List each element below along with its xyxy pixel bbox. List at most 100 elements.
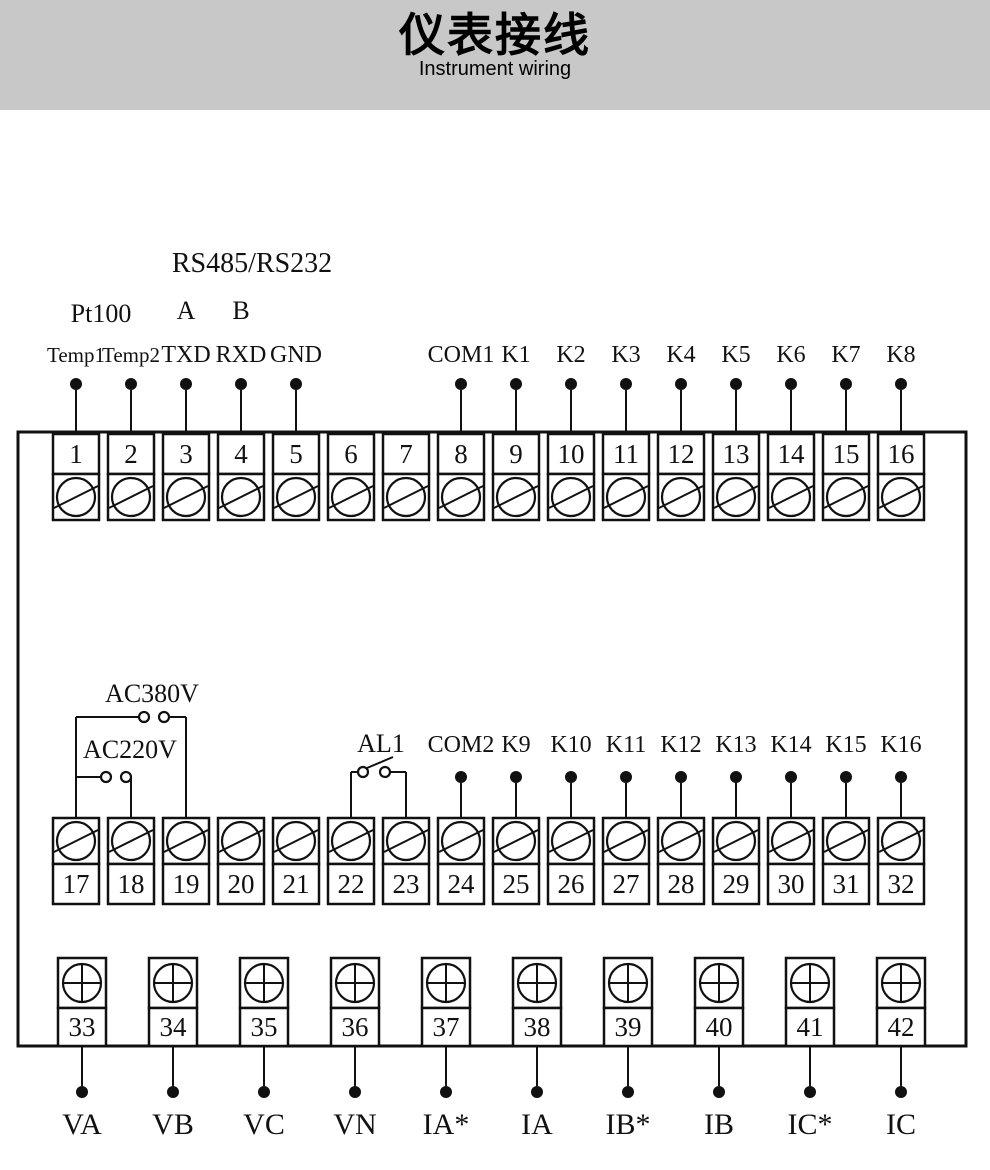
header: 仪表接线 Instrument wiring [0, 0, 990, 110]
terminal-3: 3 [161, 432, 211, 522]
screw-icon [876, 472, 926, 522]
power-wiring [75, 710, 187, 818]
terminal-41: 41 [784, 956, 836, 1048]
terminal-17: 17 [51, 816, 101, 906]
pin-label: GND [270, 342, 322, 368]
group-label-b: B [232, 296, 249, 325]
screw-icon [876, 816, 926, 866]
pin-label: K5 [721, 342, 750, 368]
terminal-number: 14 [778, 439, 806, 469]
screw-icon [546, 816, 596, 866]
terminal-number: 36 [342, 1012, 369, 1042]
terminal-number: 37 [433, 1012, 460, 1042]
screw-icon [381, 472, 431, 522]
terminal-7: 7 [381, 432, 431, 522]
terminal-number: 35 [251, 1012, 278, 1042]
screw-icon [821, 816, 871, 866]
terminal-38: 38 [511, 956, 563, 1048]
terminal-number: 7 [399, 439, 413, 469]
terminal-28: 28 [656, 816, 706, 906]
terminal-9: 9 [491, 432, 541, 522]
terminal-number: 33 [69, 1012, 96, 1042]
terminal-number: 20 [228, 869, 255, 899]
terminal-number: 22 [338, 869, 365, 899]
pin-label: IC [886, 1108, 916, 1141]
terminal-13: 13 [711, 432, 761, 522]
screw-icon [326, 472, 376, 522]
screw-icon [656, 472, 706, 522]
ct-terminal-icon [693, 956, 745, 1010]
screw-icon [51, 816, 101, 866]
screw-icon [491, 472, 541, 522]
terminal-number: 1 [69, 439, 83, 469]
terminal-29: 29 [711, 816, 761, 906]
switch-contact-icon [157, 710, 171, 724]
terminal-number: 16 [888, 439, 915, 469]
screw-icon [766, 816, 816, 866]
pin-label: K11 [606, 732, 646, 758]
middle-pin-labels: COM2 K9 K10 K11 K12 K13 K14 K15 K16 [428, 732, 922, 758]
pin-label: K4 [666, 342, 695, 368]
terminal-number: 2 [124, 439, 138, 469]
pin-label: Temp2 [102, 343, 160, 367]
terminal-12: 12 [656, 432, 706, 522]
terminal-number: 15 [833, 439, 860, 469]
screw-icon [766, 472, 816, 522]
terminal-number: 39 [615, 1012, 642, 1042]
screw-icon [711, 816, 761, 866]
pin-label: K3 [611, 342, 640, 368]
terminal-26: 26 [546, 816, 596, 906]
bottom-wires [76, 1046, 907, 1098]
terminal-number: 19 [173, 869, 200, 899]
terminal-number: 6 [344, 439, 358, 469]
terminal-number: 41 [797, 1012, 824, 1042]
screw-icon [106, 816, 156, 866]
terminal-10: 10 [546, 432, 596, 522]
terminal-number: 9 [509, 439, 523, 469]
terminal-11: 11 [601, 432, 651, 522]
terminal-number: 13 [723, 439, 750, 469]
pin-label: K16 [880, 732, 921, 758]
screw-icon [436, 472, 486, 522]
page-title: 仪表接线 [399, 10, 591, 61]
terminal-30: 30 [766, 816, 816, 906]
pin-label: VN [333, 1108, 376, 1141]
pin-label: VB [152, 1108, 194, 1141]
terminal-number: 32 [888, 869, 915, 899]
terminal-14: 14 [766, 432, 816, 522]
pin-label: K8 [886, 342, 915, 368]
top-wires [70, 378, 907, 434]
top-pin-labels: Temp1 Temp2 TXD RXD GND COM1 K1 K2 K3 K4… [47, 342, 916, 368]
terminal-2: 2 [106, 432, 156, 522]
terminal-number: 27 [613, 869, 640, 899]
terminal-33: 33 [56, 956, 108, 1048]
pin-label: IB [704, 1108, 734, 1141]
pin-label: K9 [501, 732, 530, 758]
terminal-number: 30 [778, 869, 805, 899]
terminal-number: 24 [448, 869, 476, 899]
top-terminal-strip: 1 2 3 4 5 6 7 8 9 10 11 12 13 14 15 16 [51, 432, 926, 522]
group-label-pt100: Pt100 [71, 299, 132, 328]
ct-terminal-icon [602, 956, 654, 1010]
pin-label: K2 [556, 342, 585, 368]
terminal-37: 37 [420, 956, 472, 1048]
pin-label: IB* [606, 1108, 651, 1141]
terminal-number: 34 [160, 1012, 188, 1042]
screw-icon [436, 816, 486, 866]
screw-icon [711, 472, 761, 522]
pin-label: K10 [550, 732, 591, 758]
terminal-27: 27 [601, 816, 651, 906]
terminal-number: 8 [454, 439, 468, 469]
pin-label: K14 [770, 732, 811, 758]
terminal-34: 34 [147, 956, 199, 1048]
terminal-number: 5 [289, 439, 303, 469]
terminal-number: 40 [706, 1012, 733, 1042]
terminal-8: 8 [436, 432, 486, 522]
terminal-22: 22 [326, 816, 376, 906]
terminal-number: 4 [234, 439, 248, 469]
pin-label: K15 [825, 732, 866, 758]
middle-wires [455, 771, 907, 818]
terminal-number: 17 [63, 869, 90, 899]
bottom-terminal-strip: 33 34 35 36 37 38 39 40 41 42 [56, 956, 927, 1048]
terminal-35: 35 [238, 956, 290, 1048]
